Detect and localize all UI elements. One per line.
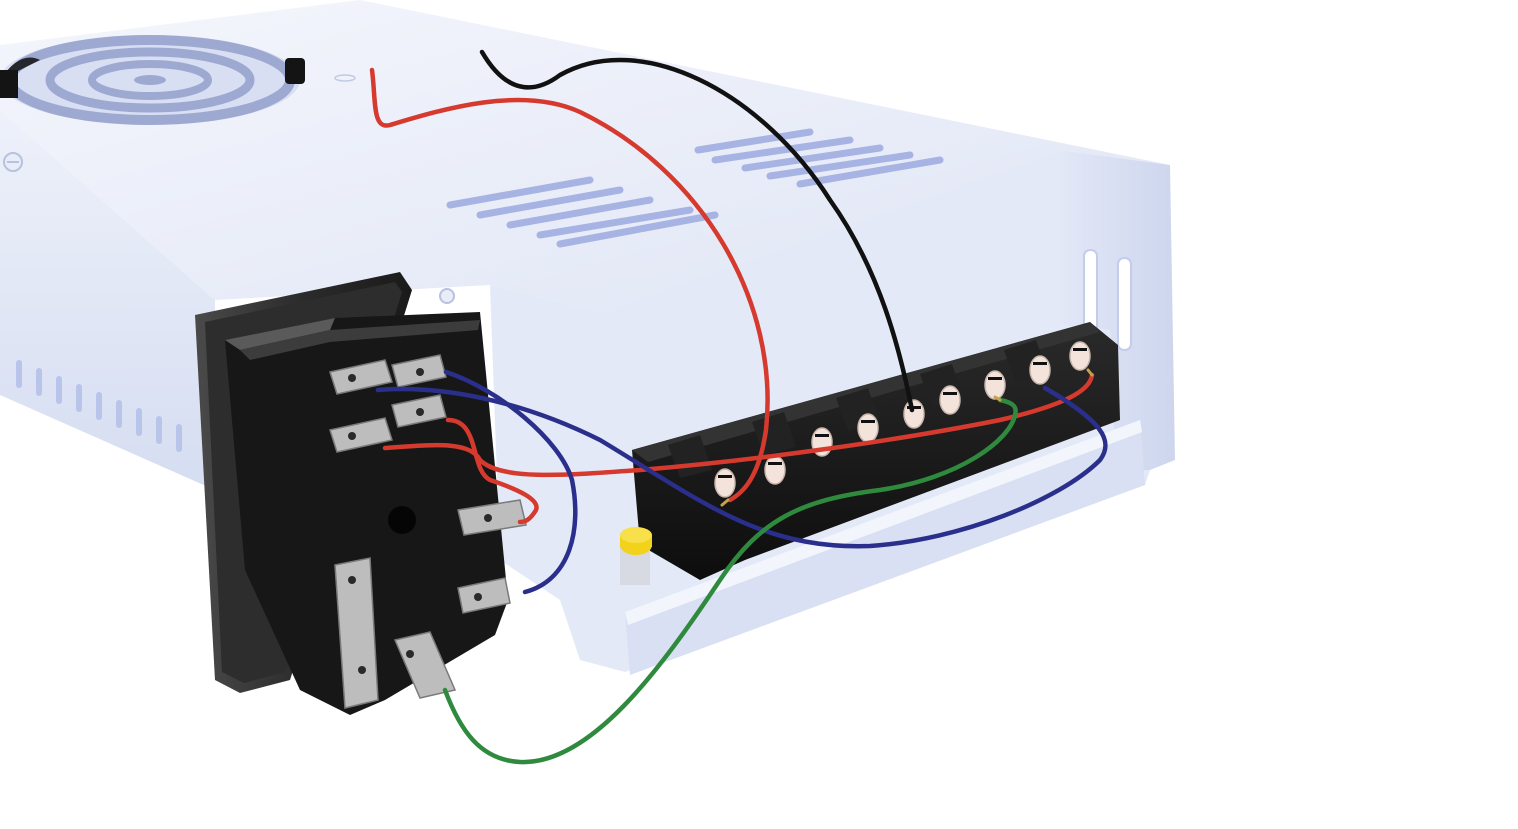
terminal-block bbox=[632, 322, 1120, 580]
enclosure-bottom-rail bbox=[625, 420, 1145, 675]
wire-blue-long bbox=[375, 385, 1108, 549]
spade-connectors bbox=[329, 354, 527, 709]
side-vents bbox=[16, 360, 182, 452]
wire-red-loop bbox=[369, 67, 770, 503]
screw-icon bbox=[3, 152, 23, 172]
potentiometer-icon bbox=[620, 527, 652, 585]
stripped-wire-ends bbox=[720, 368, 1094, 507]
wire-black bbox=[479, 49, 915, 413]
terminal-screw-slots bbox=[718, 348, 1087, 478]
fan-grille-icon bbox=[0, 35, 356, 125]
enclosure bbox=[0, 0, 1175, 675]
top-vent-slots bbox=[446, 128, 944, 248]
wire-blue-short bbox=[443, 369, 578, 595]
bracket-slot bbox=[1117, 257, 1132, 351]
screw-icon bbox=[439, 288, 455, 304]
spade-holes bbox=[348, 368, 492, 674]
iec-power-switch bbox=[195, 272, 527, 715]
enclosure-side-panel bbox=[0, 110, 215, 490]
wire-green bbox=[442, 397, 1018, 765]
wires bbox=[369, 49, 1108, 765]
wire-red-jumper bbox=[445, 417, 539, 525]
